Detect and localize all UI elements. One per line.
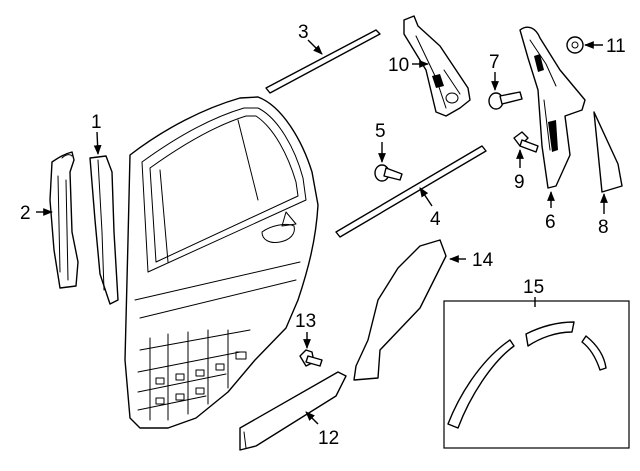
callout-12: 12	[318, 428, 339, 449]
leader-4	[419, 187, 433, 207]
part-9-screw	[513, 131, 539, 153]
callout-9: 9	[514, 172, 525, 193]
callout-labels: 1 2 3 4 5 6 7 8 9 10 11 12 13 14 15	[20, 22, 626, 449]
part-3-upper-strip	[265, 29, 381, 94]
part-14-wheel-arch	[353, 239, 447, 381]
part-2-applique	[49, 151, 79, 289]
part-7-bolt	[488, 91, 523, 110]
leader-1	[93, 131, 102, 155]
callout-13: 13	[295, 311, 316, 332]
callout-5: 5	[375, 121, 386, 142]
callout-14: 14	[472, 250, 494, 271]
callout-7: 7	[489, 52, 500, 73]
part-13-bolt	[299, 349, 323, 367]
callout-3: 3	[298, 22, 309, 43]
part-11-clip	[566, 36, 584, 54]
callout-15: 15	[523, 277, 544, 298]
part-6-pillar-trim	[519, 26, 586, 189]
callout-11: 11	[606, 36, 626, 57]
callout-6: 6	[545, 212, 556, 233]
part-5-bolt	[374, 164, 403, 182]
callout-8: 8	[598, 217, 609, 238]
part-1-frame-moulding	[89, 155, 119, 305]
leader-lines	[36, 39, 608, 425]
leader-12	[305, 411, 319, 425]
rear-door-shell	[124, 96, 319, 429]
callout-4: 4	[430, 209, 441, 230]
part-4-lower-strip	[335, 145, 487, 238]
part-15-inset	[443, 300, 630, 449]
part-12-lower-strip	[239, 371, 347, 451]
callout-10: 10	[388, 55, 409, 76]
part-8-corner-trim	[593, 111, 623, 193]
callout-2: 2	[20, 203, 31, 224]
callout-1: 1	[91, 112, 102, 133]
part-10-pillar-bracket	[403, 15, 471, 117]
leader-3	[307, 39, 323, 55]
